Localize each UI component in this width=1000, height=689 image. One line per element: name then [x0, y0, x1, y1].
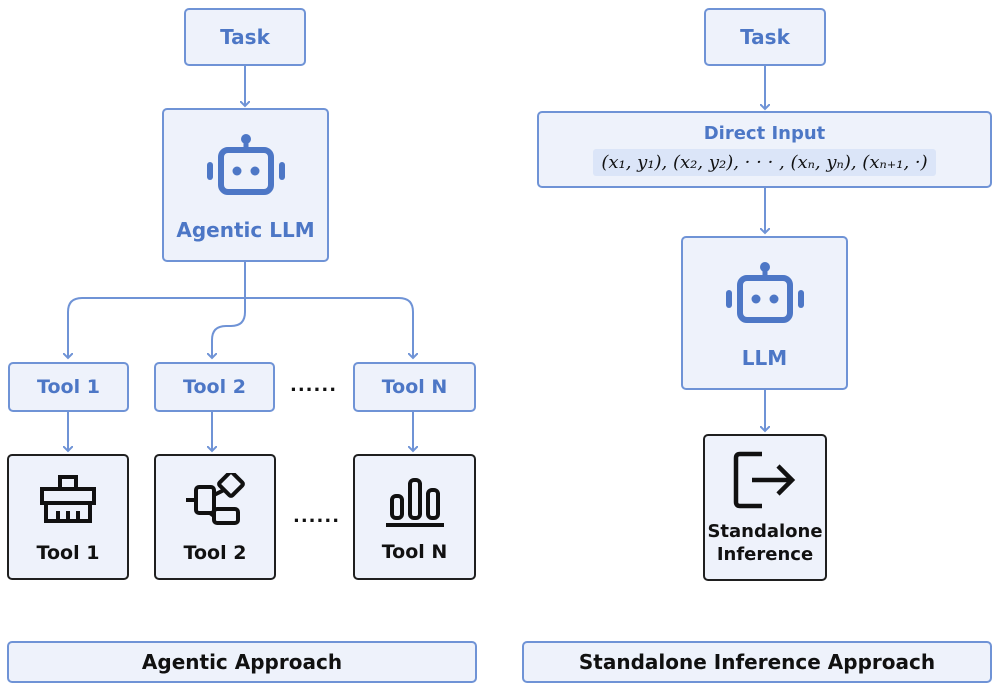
- exit-arrow-icon: [732, 450, 798, 515]
- tool-n-card-label: Tool N: [381, 540, 448, 563]
- tool-1-label: Tool 1: [37, 376, 100, 398]
- tool-2-label: Tool 2: [183, 376, 246, 398]
- robot-icon: [201, 133, 291, 208]
- brush-icon: [37, 473, 99, 532]
- tool-1-card-label: Tool 1: [36, 541, 100, 564]
- standalone-footer-label: Standalone Inference Approach: [578, 650, 936, 674]
- agentic-task-label: Task: [220, 25, 270, 49]
- agentic-llm-label: Agentic LLM: [176, 217, 315, 242]
- inference-label-line1: Standalone: [707, 521, 823, 542]
- tool-n-label-box: Tool N: [353, 362, 476, 412]
- tool-n-label: Tool N: [381, 376, 448, 398]
- standalone-llm-box: LLM: [681, 236, 848, 390]
- agentic-llm-box: Agentic LLM: [162, 108, 329, 262]
- direct-input-formula: (x₁, y₁), (x₂, y₂), · · · , (xₙ, yₙ), (x…: [593, 149, 936, 176]
- agentic-footer-label: Agentic Approach: [141, 650, 343, 674]
- tool-2-card: Tool 2: [154, 454, 276, 580]
- inference-label-line2: Inference: [716, 544, 814, 565]
- robot-icon: [720, 261, 810, 336]
- tool-n-card: Tool N: [353, 454, 476, 580]
- tool-1-card: Tool 1: [7, 454, 129, 580]
- direct-input-box: Direct Input (x₁, y₁), (x₂, y₂), · · · ,…: [537, 111, 992, 188]
- arrow-branch-tool1: [68, 297, 245, 358]
- arrow-branch-toolN: [245, 297, 413, 358]
- tools-ellipsis-bottom: ......: [293, 506, 341, 527]
- standalone-inference-card: Standalone Inference: [703, 434, 827, 581]
- direct-input-label: Direct Input: [703, 123, 826, 144]
- tool-1-label-box: Tool 1: [8, 362, 129, 412]
- tool-2-card-label: Tool 2: [183, 541, 247, 564]
- bar-chart-icon: [384, 474, 446, 533]
- standalone-llm-label: LLM: [741, 345, 788, 370]
- standalone-task-box: Task: [704, 8, 826, 66]
- tool-2-label-box: Tool 2: [154, 362, 275, 412]
- arrow-branch-tool2: [212, 298, 246, 358]
- agentic-footer: Agentic Approach: [7, 641, 477, 683]
- workflow-icon: [182, 469, 248, 534]
- standalone-task-label: Task: [740, 25, 790, 49]
- tools-ellipsis-top: ......: [290, 375, 338, 396]
- agentic-task-box: Task: [184, 8, 306, 66]
- standalone-footer: Standalone Inference Approach: [522, 641, 992, 683]
